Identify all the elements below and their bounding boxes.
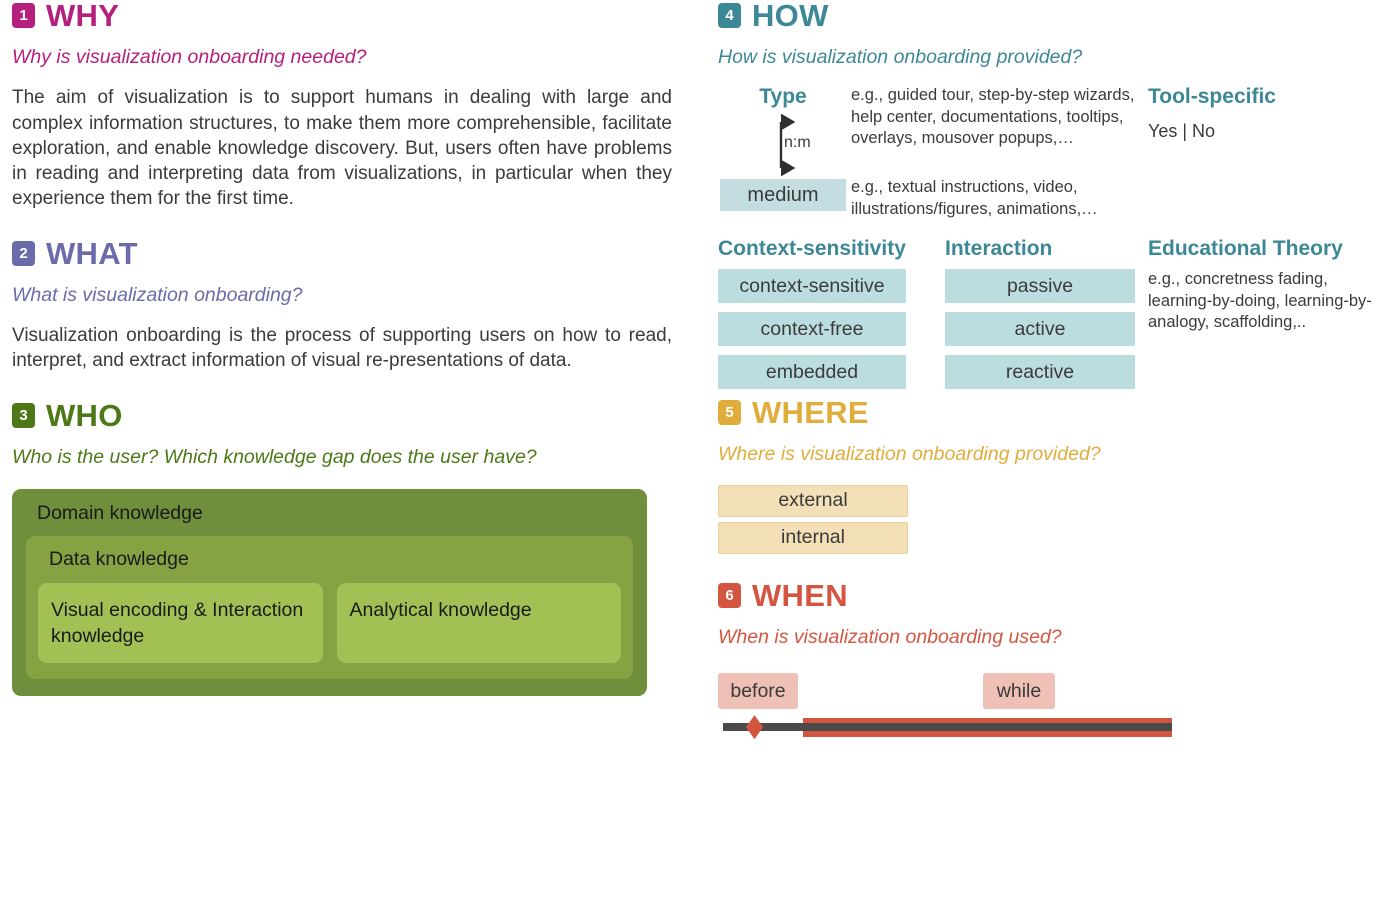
tool-specific-column: Tool-specific Yes | No	[1148, 85, 1378, 142]
section-what-header: 2 WHAT	[12, 238, 672, 269]
section-title-why: WHY	[46, 0, 120, 33]
spacer	[12, 374, 672, 400]
section-body-why: The aim of visualization is to support h…	[12, 87, 672, 210]
section-why-header: 1 WHY	[12, 0, 672, 31]
cardinality-label: n:m	[784, 134, 811, 152]
tool-specific-value: Yes | No	[1148, 121, 1216, 142]
right-column: 4 HOW How is visualization onboarding pr…	[718, 0, 1382, 753]
section-question-how: How is visualization onboarding provided…	[718, 46, 1083, 68]
cardinality-arrow-wrap: n:m	[718, 113, 848, 177]
educational-theory-column: Educational Theory e.g., concretness fad…	[1148, 237, 1382, 332]
timeline-axis	[723, 723, 1172, 732]
domain-knowledge-box: Domain knowledge Data knowledge Visual e…	[12, 489, 647, 697]
section-when-header: 6 WHEN	[718, 580, 1382, 611]
section-who: 3 WHO Who is the user? Which knowledge g…	[12, 400, 672, 697]
section-number-badge-who: 3	[12, 402, 35, 428]
section-question-why: Why is visualization onboarding needed?	[12, 46, 367, 68]
section-what: 2 WHAT What is visualization onboarding?…	[12, 238, 672, 374]
where-options: external internal	[718, 484, 1382, 554]
option-before[interactable]: before	[718, 673, 798, 710]
option-internal[interactable]: internal	[718, 521, 908, 554]
section-question-where: Where is visualization onboarding provid…	[718, 443, 1101, 466]
how-option-columns: Context-sensitivity context-sensitive co…	[718, 237, 1382, 397]
section-title-where: WHERE	[752, 395, 869, 431]
type-label: Type	[759, 85, 807, 109]
section-title-how: HOW	[752, 0, 829, 33]
data-knowledge-label: Data knowledge	[49, 548, 189, 571]
spacer	[12, 212, 672, 238]
educational-theory-text: e.g., concretness fading, learning-by-do…	[1148, 270, 1372, 331]
section-how: 4 HOW How is visualization onboarding pr…	[718, 0, 1382, 397]
interaction-column: Interaction passive active reactive	[945, 237, 1135, 390]
leaf-knowledge-row: Visual encoding & Interaction knowledge …	[38, 582, 621, 664]
section-question-who: Who is the user? Which knowledge gap doe…	[12, 445, 537, 468]
option-passive[interactable]: passive	[945, 269, 1135, 304]
how-type-medium-row: Type	[718, 85, 1382, 218]
section-number-badge-how: 4	[718, 3, 741, 28]
domain-knowledge-label: Domain knowledge	[37, 502, 203, 525]
educational-theory-header: Educational Theory	[1148, 237, 1343, 261]
medium-examples-text: e.g., textual instructions, video, illus…	[851, 178, 1098, 218]
type-column: Type	[718, 85, 848, 177]
section-number-badge-why: 1	[12, 3, 35, 28]
section-title-what: WHAT	[46, 235, 138, 271]
timeline-before-marker-icon	[746, 715, 763, 740]
section-when: 6 WHEN When is visualization onboarding …	[718, 580, 1382, 753]
section-question-what: What is visualization onboarding?	[12, 283, 303, 306]
analytical-knowledge-box: Analytical knowledge	[336, 582, 621, 664]
context-sensitivity-column: Context-sensitivity context-sensitive co…	[718, 237, 906, 390]
medium-pill[interactable]: medium	[720, 179, 846, 212]
spacer	[718, 554, 1382, 580]
double-arrow-icon	[779, 113, 796, 177]
section-who-header: 3 WHO	[12, 400, 672, 431]
context-sensitivity-header: Context-sensitivity	[718, 237, 906, 261]
visual-encoding-knowledge-box: Visual encoding & Interaction knowledge	[38, 582, 323, 664]
option-context-free[interactable]: context-free	[718, 312, 906, 347]
section-where-header: 5 WHERE	[718, 397, 1382, 428]
option-context-sensitive[interactable]: context-sensitive	[718, 269, 906, 304]
section-why: 1 WHY Why is visualization onboarding ne…	[12, 0, 672, 212]
section-number-badge-where: 5	[718, 400, 741, 426]
section-title-who: WHO	[46, 397, 123, 433]
interaction-header: Interaction	[945, 237, 1053, 261]
option-while[interactable]: while	[983, 673, 1055, 710]
left-column: 1 WHY Why is visualization onboarding ne…	[12, 0, 672, 697]
when-timeline: before while	[718, 673, 1188, 753]
section-number-badge-what: 2	[12, 240, 35, 266]
option-embedded[interactable]: embedded	[718, 355, 906, 390]
section-title-when: WHEN	[752, 577, 848, 613]
option-external[interactable]: external	[718, 484, 908, 517]
tool-specific-label: Tool-specific	[1148, 85, 1276, 109]
section-where: 5 WHERE Where is visualization onboardin…	[718, 397, 1382, 554]
option-active[interactable]: active	[945, 312, 1135, 347]
data-knowledge-box: Data knowledge Visual encoding & Interac…	[26, 536, 633, 680]
type-examples-text: e.g., guided tour, step-by-step wizards,…	[851, 86, 1135, 147]
section-how-header: 4 HOW	[718, 0, 1382, 31]
option-reactive[interactable]: reactive	[945, 355, 1135, 390]
section-body-what: Visualization onboarding is the process …	[12, 325, 672, 372]
section-number-badge-when: 6	[718, 582, 741, 608]
section-question-when: When is visualization onboarding used?	[718, 625, 1062, 648]
